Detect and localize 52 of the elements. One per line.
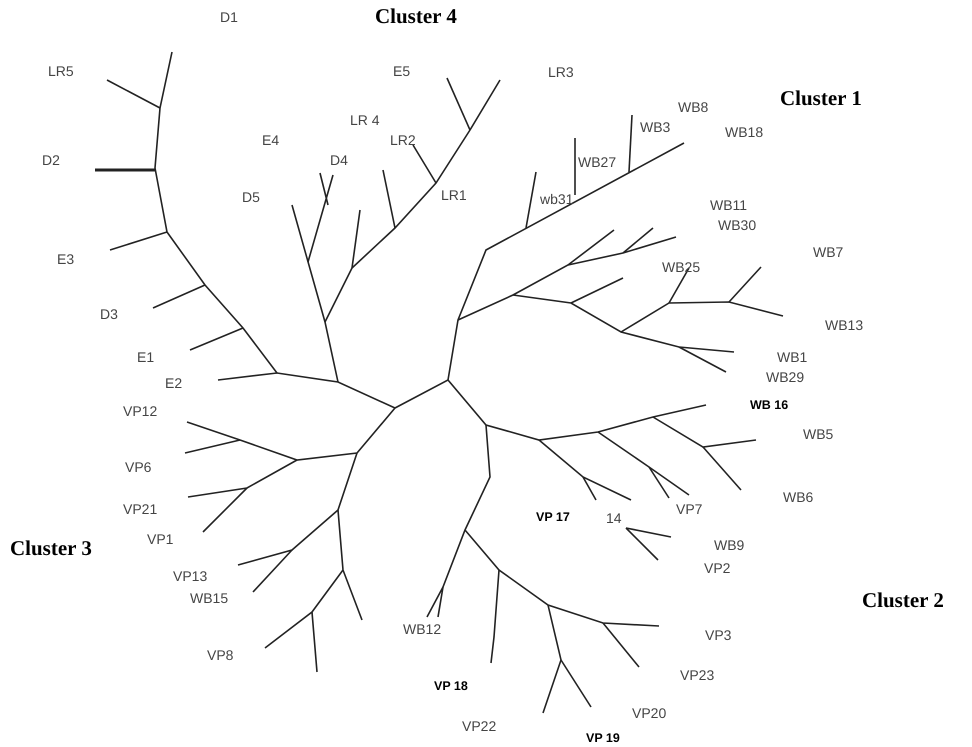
leaf-label: WB29 xyxy=(766,370,804,384)
leaf-label: VP21 xyxy=(123,502,158,516)
leaf-label: LR2 xyxy=(390,133,416,147)
leaf-label: WB8 xyxy=(678,100,708,114)
leaf-label: WB11 xyxy=(710,198,748,212)
cluster-label: Cluster 3 xyxy=(10,538,92,559)
leaf-label: VP 19 xyxy=(586,732,620,744)
leaf-label: VP7 xyxy=(676,502,702,516)
leaf-label: LR3 xyxy=(548,65,574,79)
leaf-label: D4 xyxy=(330,153,348,167)
leaf-label: LR1 xyxy=(441,188,467,202)
leaf-label: LR 4 xyxy=(350,113,380,127)
leaf-label: LR5 xyxy=(48,64,74,78)
cluster-label: Cluster 4 xyxy=(375,6,457,27)
leaf-label: VP20 xyxy=(632,706,666,720)
leaf-label: VP13 xyxy=(173,569,208,583)
leaf-label: D3 xyxy=(100,307,118,321)
leaf-label: WB15 xyxy=(190,591,228,605)
leaf-label: D5 xyxy=(242,190,260,204)
leaf-label: E2 xyxy=(165,376,182,390)
leaf-label: VP12 xyxy=(123,404,158,418)
leaf-label: WB27 xyxy=(578,155,616,169)
leaf-label: 14 xyxy=(606,511,622,525)
leaf-label: WB25 xyxy=(662,260,700,274)
cluster-label: Cluster 2 xyxy=(862,590,944,611)
leaf-label: VP 18 xyxy=(434,680,468,692)
leaf-label: VP3 xyxy=(705,628,732,642)
leaf-label: WB13 xyxy=(825,318,864,332)
leaf-label: VP6 xyxy=(125,460,152,474)
cluster-label: Cluster 1 xyxy=(780,88,862,109)
leaf-label: E5 xyxy=(393,64,410,78)
leaf-label: E4 xyxy=(262,133,280,147)
leaf-label: D1 xyxy=(220,10,238,24)
leaf-label: E1 xyxy=(137,350,154,364)
leaf-label: VP8 xyxy=(207,648,234,662)
leaf-label: VP2 xyxy=(704,561,730,575)
leaf-label: VP23 xyxy=(680,668,714,682)
leaf-label: VP1 xyxy=(147,532,174,546)
leaf-label: WB 16 xyxy=(750,399,788,412)
leaf-label: VP22 xyxy=(462,719,496,733)
leaf-label: WB12 xyxy=(403,622,442,636)
leaf-label: WB30 xyxy=(718,218,756,232)
leaf-label: WB1 xyxy=(777,350,808,364)
leaf-label: WB9 xyxy=(714,538,744,552)
leaf-label: WB18 xyxy=(725,125,764,139)
leaf-label: wb31 xyxy=(540,192,574,206)
leaf-label: D2 xyxy=(42,153,60,167)
leaf-label: E3 xyxy=(57,252,74,266)
leaf-label: WB5 xyxy=(803,427,834,441)
leaf-label: WB3 xyxy=(640,120,670,134)
leaf-label: WB7 xyxy=(813,245,844,259)
leaf-label: WB6 xyxy=(783,490,814,504)
